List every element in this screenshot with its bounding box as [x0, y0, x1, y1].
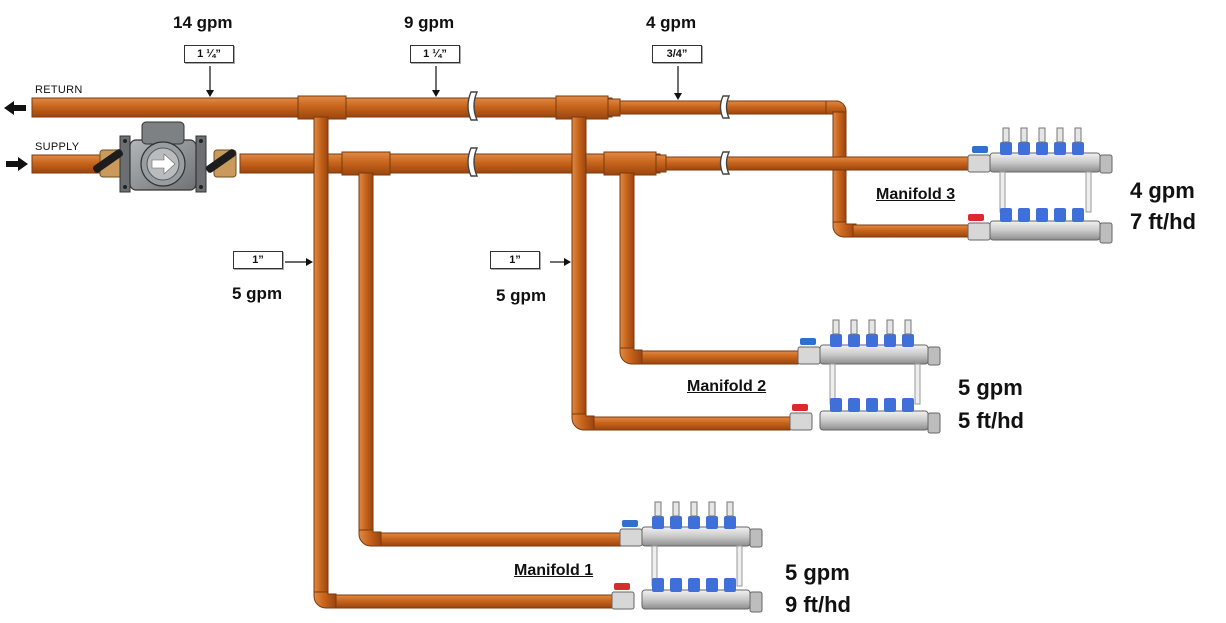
branch-2-size: 1”	[490, 251, 540, 269]
manifold-3-flow: 4 gpm	[1130, 178, 1195, 203]
return-main-pipe	[31, 95, 972, 238]
branch-1-size: 1”	[233, 251, 283, 269]
main-flow-2: 9 gpm	[404, 13, 455, 32]
return-label: RETURN	[35, 84, 83, 96]
main-flow-3: 4 gpm	[646, 13, 697, 32]
pipe-break-marks	[467, 91, 731, 177]
manifold-2-head: 5 ft/hd	[958, 408, 1024, 433]
main-size-3: 3/4”	[652, 45, 702, 63]
branch-2-flow: 5 gpm	[496, 286, 547, 305]
circulator-pump-icon	[92, 121, 237, 193]
supply-arrow-icon	[6, 157, 28, 171]
supply-main-pipe	[31, 151, 973, 176]
main-size-2: 1 ¼”	[410, 45, 460, 63]
manifold-1-icon	[611, 501, 763, 613]
manifold-1-name: Manifold 1	[514, 562, 594, 579]
branch-2-pipes	[571, 116, 799, 431]
manifold-3-icon	[967, 127, 1113, 244]
manifold-1-flow: 5 gpm	[785, 560, 850, 585]
manifold-2-name: Manifold 2	[687, 378, 767, 395]
manifold-1-head: 9 ft/hd	[785, 592, 851, 617]
return-arrow-icon	[4, 101, 26, 115]
branch-1-pipes	[313, 116, 622, 609]
manifold-3-name: Manifold 3	[876, 186, 956, 203]
main-flow-1: 14 gpm	[173, 13, 233, 32]
branch-1-flow: 5 gpm	[232, 284, 283, 303]
main-size-1: 1 ¼”	[184, 45, 234, 63]
size-leader-arrows	[206, 66, 682, 266]
supply-label: SUPPLY	[35, 141, 80, 153]
manifold-3-head: 7 ft/hd	[1130, 209, 1196, 234]
manifold-2-icon	[789, 319, 941, 434]
manifold-2-flow: 5 gpm	[958, 375, 1023, 400]
